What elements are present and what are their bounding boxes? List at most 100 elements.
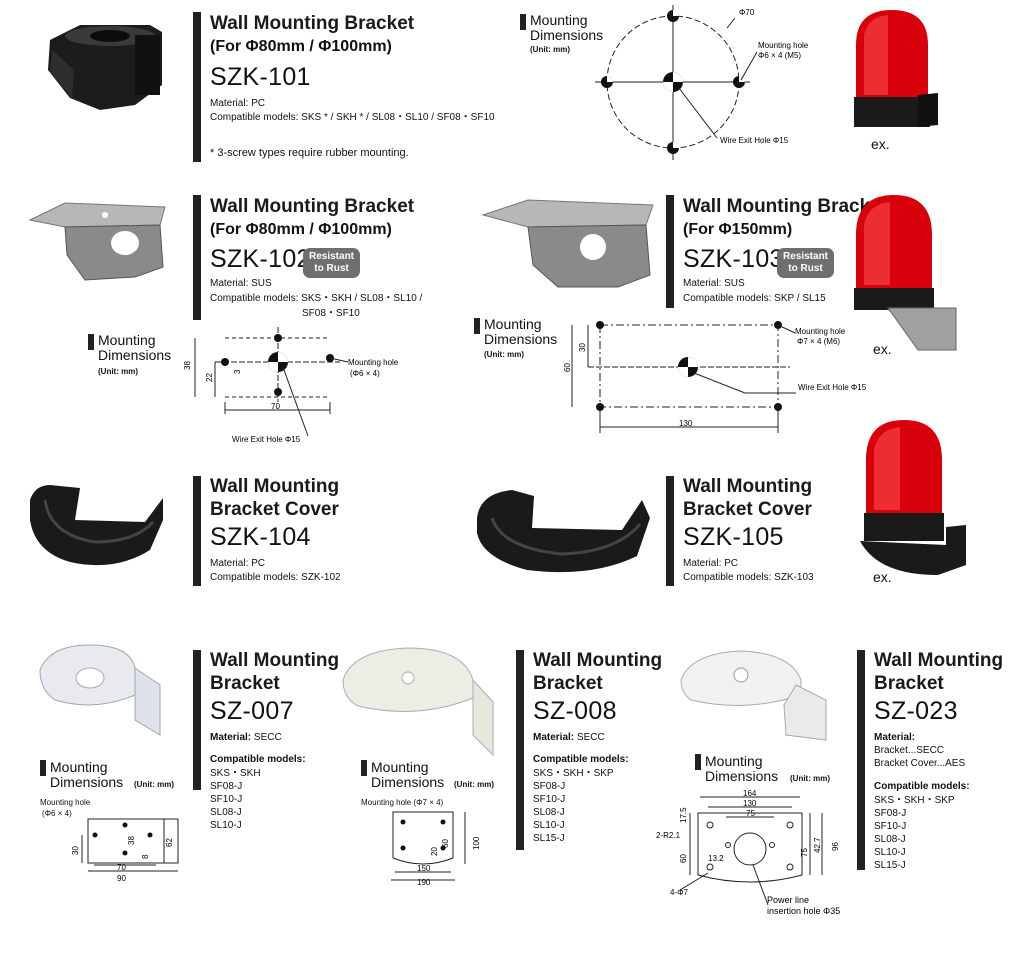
szk102-badge-line2: to Rust [314,263,349,274]
dim103-d130: 130 [679,419,693,428]
dim007-d70: 70 [117,863,126,872]
dim103-drawing: 60 30 130 Mounting hole Φ7 × 4 (M6) Wire… [563,321,867,433]
dim101-drawing: Φ70 Mounting hole Φ6 × 4 (M5) Wire Exit … [595,5,809,160]
dim007-mh-size: (Φ6 × 4) [42,809,72,818]
dim008-drawing: 20 60 100 150 190 [391,811,481,887]
dim023-d75v: 75 [800,848,809,857]
szk102-accent-bar [193,195,201,320]
dim101-phi70: Φ70 [739,8,755,17]
szk101-subtitle: (For Φ80mm / Φ100mm) [210,38,392,55]
sz008-accent-bar [516,650,524,850]
dim102-title2: Dimensions [98,347,172,363]
sz008-model-item: SF10-J [533,794,566,805]
dim007-mounting-hole: Mounting hole [40,798,91,807]
szk103-subtitle: (For Φ150mm) [683,221,793,238]
szk102-bracket-image [28,202,166,281]
lamp-red-2-image [854,195,957,351]
dim008-d100: 100 [472,836,481,850]
sz008-model-item: SL10-J [533,820,565,831]
szk104-subtitle: Bracket Cover [210,499,339,520]
dim023-r: 2-R2.1 [656,831,681,840]
szk102-model: SZK-102 [210,245,311,273]
dim102-d38: 38 [183,361,192,370]
dim008-mounting-hole: Mounting hole (Φ7 × 4) [361,798,444,807]
sz008-model: SZ-008 [533,697,617,725]
sz023-models: SKS・SKH・SKP SF08-J SF10-J SL08-J SL10-J … [874,794,955,872]
dim102-wire-hole: Wire Exit Hole Φ15 [232,435,301,444]
szk101-accent-bar [193,12,201,162]
sz023-material-label: Material: [874,732,916,743]
dim103-title2: Dimensions [484,331,558,347]
sz007-model-item: SL10-J [210,820,242,831]
sz023-model: SZ-023 [874,697,958,725]
dim007-drawing: 30 38 8 62 70 90 [71,818,179,883]
sz023-model-item: SKS・SKH・SKP [874,795,955,806]
szk104-title: Wall Mounting [210,476,340,497]
sz023-title: Wall Mounting [874,650,1004,671]
szk103-material: Material: SUS [683,278,745,289]
sz008-models: SKS・SKH・SKP SF08-J SF10-J SL08-J SL10-J … [533,767,614,845]
sz007-model: SZ-007 [210,697,294,725]
sz008-model-item: SKS・SKH・SKP [533,768,614,779]
dim102-drawing: 38 22 3 70 Mounting hole (Φ6 × 4) Wire E… [183,327,399,444]
dim103-unit: (Unit: mm) [484,350,524,359]
dim007-title1: Mounting [50,759,108,775]
sz008-compat-label: Compatible models: [533,754,629,765]
szk105-subtitle: Bracket Cover [683,499,812,520]
sz008-model-item: SL15-J [533,833,565,844]
szk103-compatible: Compatible models: SKP / SL15 [683,293,826,304]
dim101-unit: (Unit: mm) [530,45,570,54]
dim023-title1: Mounting [705,753,763,769]
szk101-note: * 3-screw types require rubber mounting. [210,147,409,159]
szk102-material: Material: SUS [210,278,272,289]
dim023-power2: insertion hole Φ35 [767,906,840,916]
szk101-title: Wall Mounting Bracket [210,13,415,34]
szk101-compatible: Compatible models: SKS * / SKH * / SL08・… [210,112,495,123]
dim007-title2: Dimensions [50,774,124,790]
dim103-title1: Mounting [484,316,542,332]
sz008-material: Material: SECC [533,731,605,744]
dim023-d164: 164 [743,789,757,798]
dim007-d90: 90 [117,874,126,883]
lamp-red-3-image [860,420,966,575]
dim007-unit: (Unit: mm) [134,780,174,789]
dim007-d38: 38 [127,836,136,845]
sz023-material2: Bracket Cover...AES [874,758,966,769]
szk101-model: SZK-101 [210,63,311,91]
dim007-d8: 8 [141,854,150,859]
dim102-bar [88,334,94,350]
dim103-wire-hole: Wire Exit Hole Φ15 [798,383,867,392]
sz008-subtitle: Bracket [533,673,603,694]
dim102-d3: 3 [233,369,242,374]
sz023-model-item: SL08-J [874,834,906,845]
szk102-subtitle: (For Φ80mm / Φ100mm) [210,221,392,238]
dim008-unit: (Unit: mm) [454,780,494,789]
dim103-mounting-hole: Mounting hole [795,327,846,336]
dim023-drawing: 164 130 75 17.5 2-R2.1 60 13.2 75 42.7 9… [656,789,840,916]
szk103-model: SZK-103 [683,245,784,273]
dim101-wire-hole: Wire Exit Hole Φ15 [720,136,789,145]
szk103-badge-line2: to Rust [788,263,823,274]
dim101-title1: Mounting [530,12,588,28]
dim008-title1: Mounting [371,759,429,775]
sz007-material-label: Material: [210,732,252,743]
sz007-model-item: SL08-J [210,807,242,818]
szk104-cover-image [30,485,163,566]
sz007-bracket-image [39,644,161,736]
sz007-model-item: SKS・SKH [210,768,261,779]
dim023-d75: 75 [746,809,755,818]
dim102-d70: 70 [271,402,280,411]
dim008-d60: 60 [441,839,450,848]
sz007-subtitle: Bracket [210,673,280,694]
dim023-unit: (Unit: mm) [790,774,830,783]
szk103-title: Wall Mounting Bracket [683,196,888,217]
dim101-mh-size: Φ6 × 4 (M5) [758,51,801,60]
szk105-accent-bar [666,476,674,586]
dim008-d150: 150 [417,864,431,873]
szk105-title: Wall Mounting [683,476,813,497]
dim023-d60: 60 [679,854,688,863]
sz023-material1: Bracket...SECC [874,745,945,756]
szk102-compatible1: Compatible models: SKS・SKH / SL08・SL10 / [210,293,423,304]
dim103-d60: 60 [563,363,572,372]
sz023-model-item: SF10-J [874,821,907,832]
